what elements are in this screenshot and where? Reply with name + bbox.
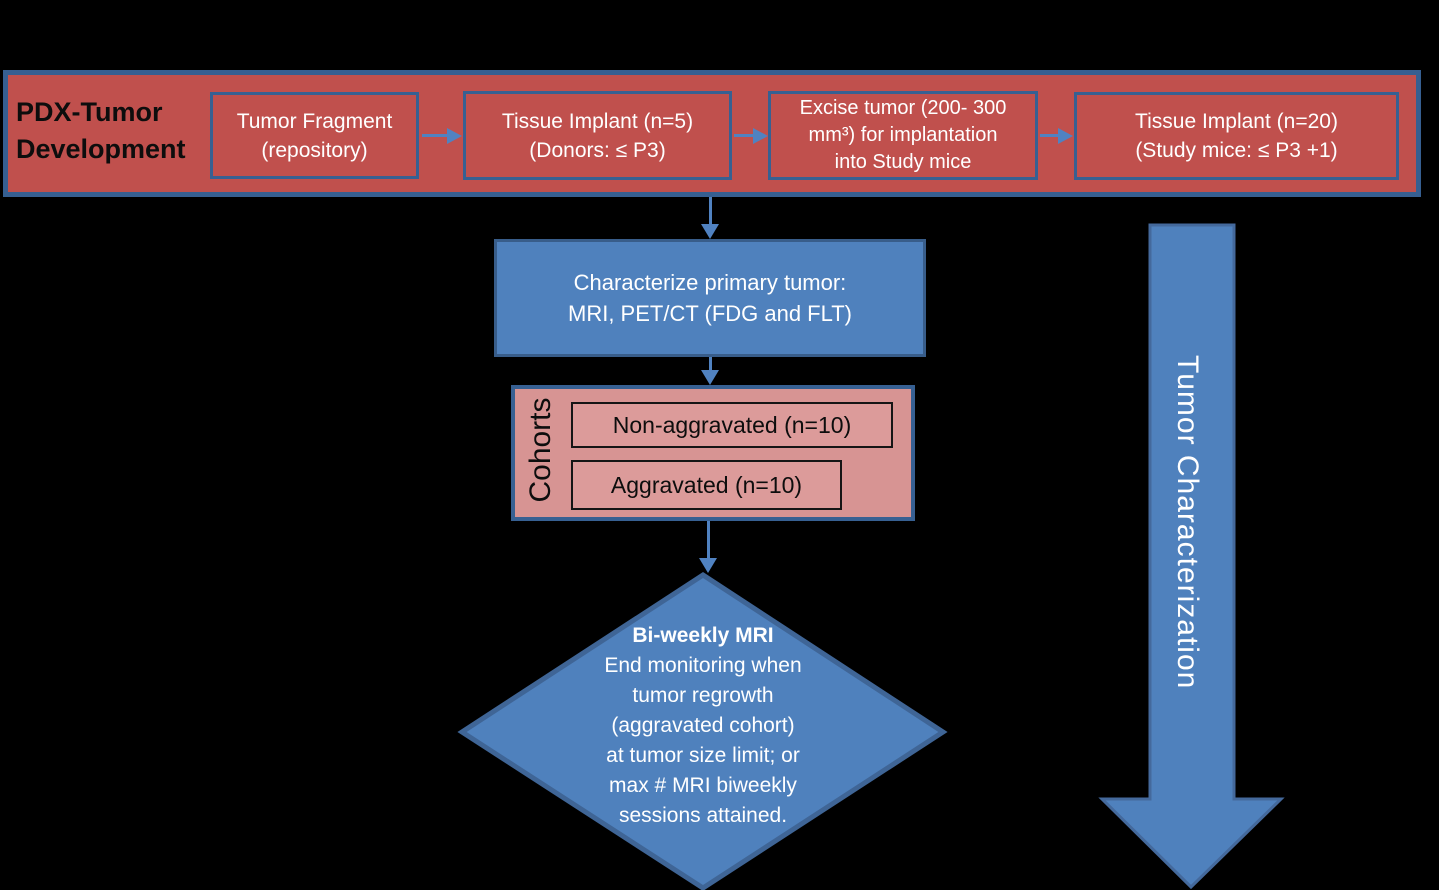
box-line: (Study mice: ≤ P3 +1) (1135, 139, 1338, 162)
cohort-label: Non-aggravated (n=10) (612, 411, 852, 438)
decision-diamond-text: Bi-weekly MRI End monitoring when tumor … (528, 621, 878, 831)
banner-title: PDX-Tumor Development (16, 97, 186, 164)
cohort-label: Aggravated (n=10) (610, 471, 803, 498)
box-line: Characterize primary tumor: (573, 270, 847, 295)
cohort-non-aggravated: Non-aggravated (n=10) (571, 402, 893, 448)
arrow-head-icon (699, 558, 717, 573)
box-line: (Donors: ≤ P3) (529, 138, 666, 162)
box-line: into Study mice (834, 151, 972, 173)
arrow-head-icon (447, 128, 462, 144)
diamond-line: Bi-weekly MRI (632, 624, 774, 647)
box-line: (repository) (261, 138, 368, 162)
diamond-line: tumor regrowth (632, 684, 774, 707)
diamond-line: End monitoring when (604, 654, 802, 677)
box-line: Tissue Implant (n=20) (1135, 110, 1338, 133)
box-line: mm³) for implantation (808, 124, 998, 146)
tumor-fragment-box: Tumor Fragment (repository) (210, 92, 419, 179)
tumor-characterization-label: Tumor Characterization (1171, 355, 1204, 690)
characterize-primary-tumor-box: Characterize primary tumor: MRI, PET/CT … (494, 239, 926, 357)
tissue-implant-n5-box: Tissue Implant (n=5) (Donors: ≤ P3) (463, 91, 732, 180)
tissue-implant-n20-box: Tissue Implant (n=20) (Study mice: ≤ P3 … (1074, 92, 1399, 180)
diamond-line: at tumor size limit; or (606, 744, 800, 767)
box-line: Tumor Fragment (236, 109, 393, 133)
arrow-head-icon (701, 224, 719, 239)
box-line: MRI, PET/CT (FDG and FLT) (568, 301, 852, 326)
cohorts-label: Cohorts (524, 397, 557, 503)
diamond-line: (aggravated cohort) (611, 714, 795, 737)
box-line: Excise tumor (200- 300 (799, 97, 1007, 119)
diamond-line: max # MRI biweekly (609, 774, 797, 797)
cohort-aggravated: Aggravated (n=10) (571, 460, 842, 510)
arrow-head-icon (753, 128, 768, 144)
diamond-line: sessions attained. (618, 804, 788, 827)
excise-tumor-box: Excise tumor (200- 300 mm³) for implanta… (768, 91, 1038, 180)
arrow-head-icon (701, 370, 719, 385)
arrow-head-icon (1058, 128, 1073, 144)
box-line: Tissue Implant (n=5) (501, 109, 694, 133)
